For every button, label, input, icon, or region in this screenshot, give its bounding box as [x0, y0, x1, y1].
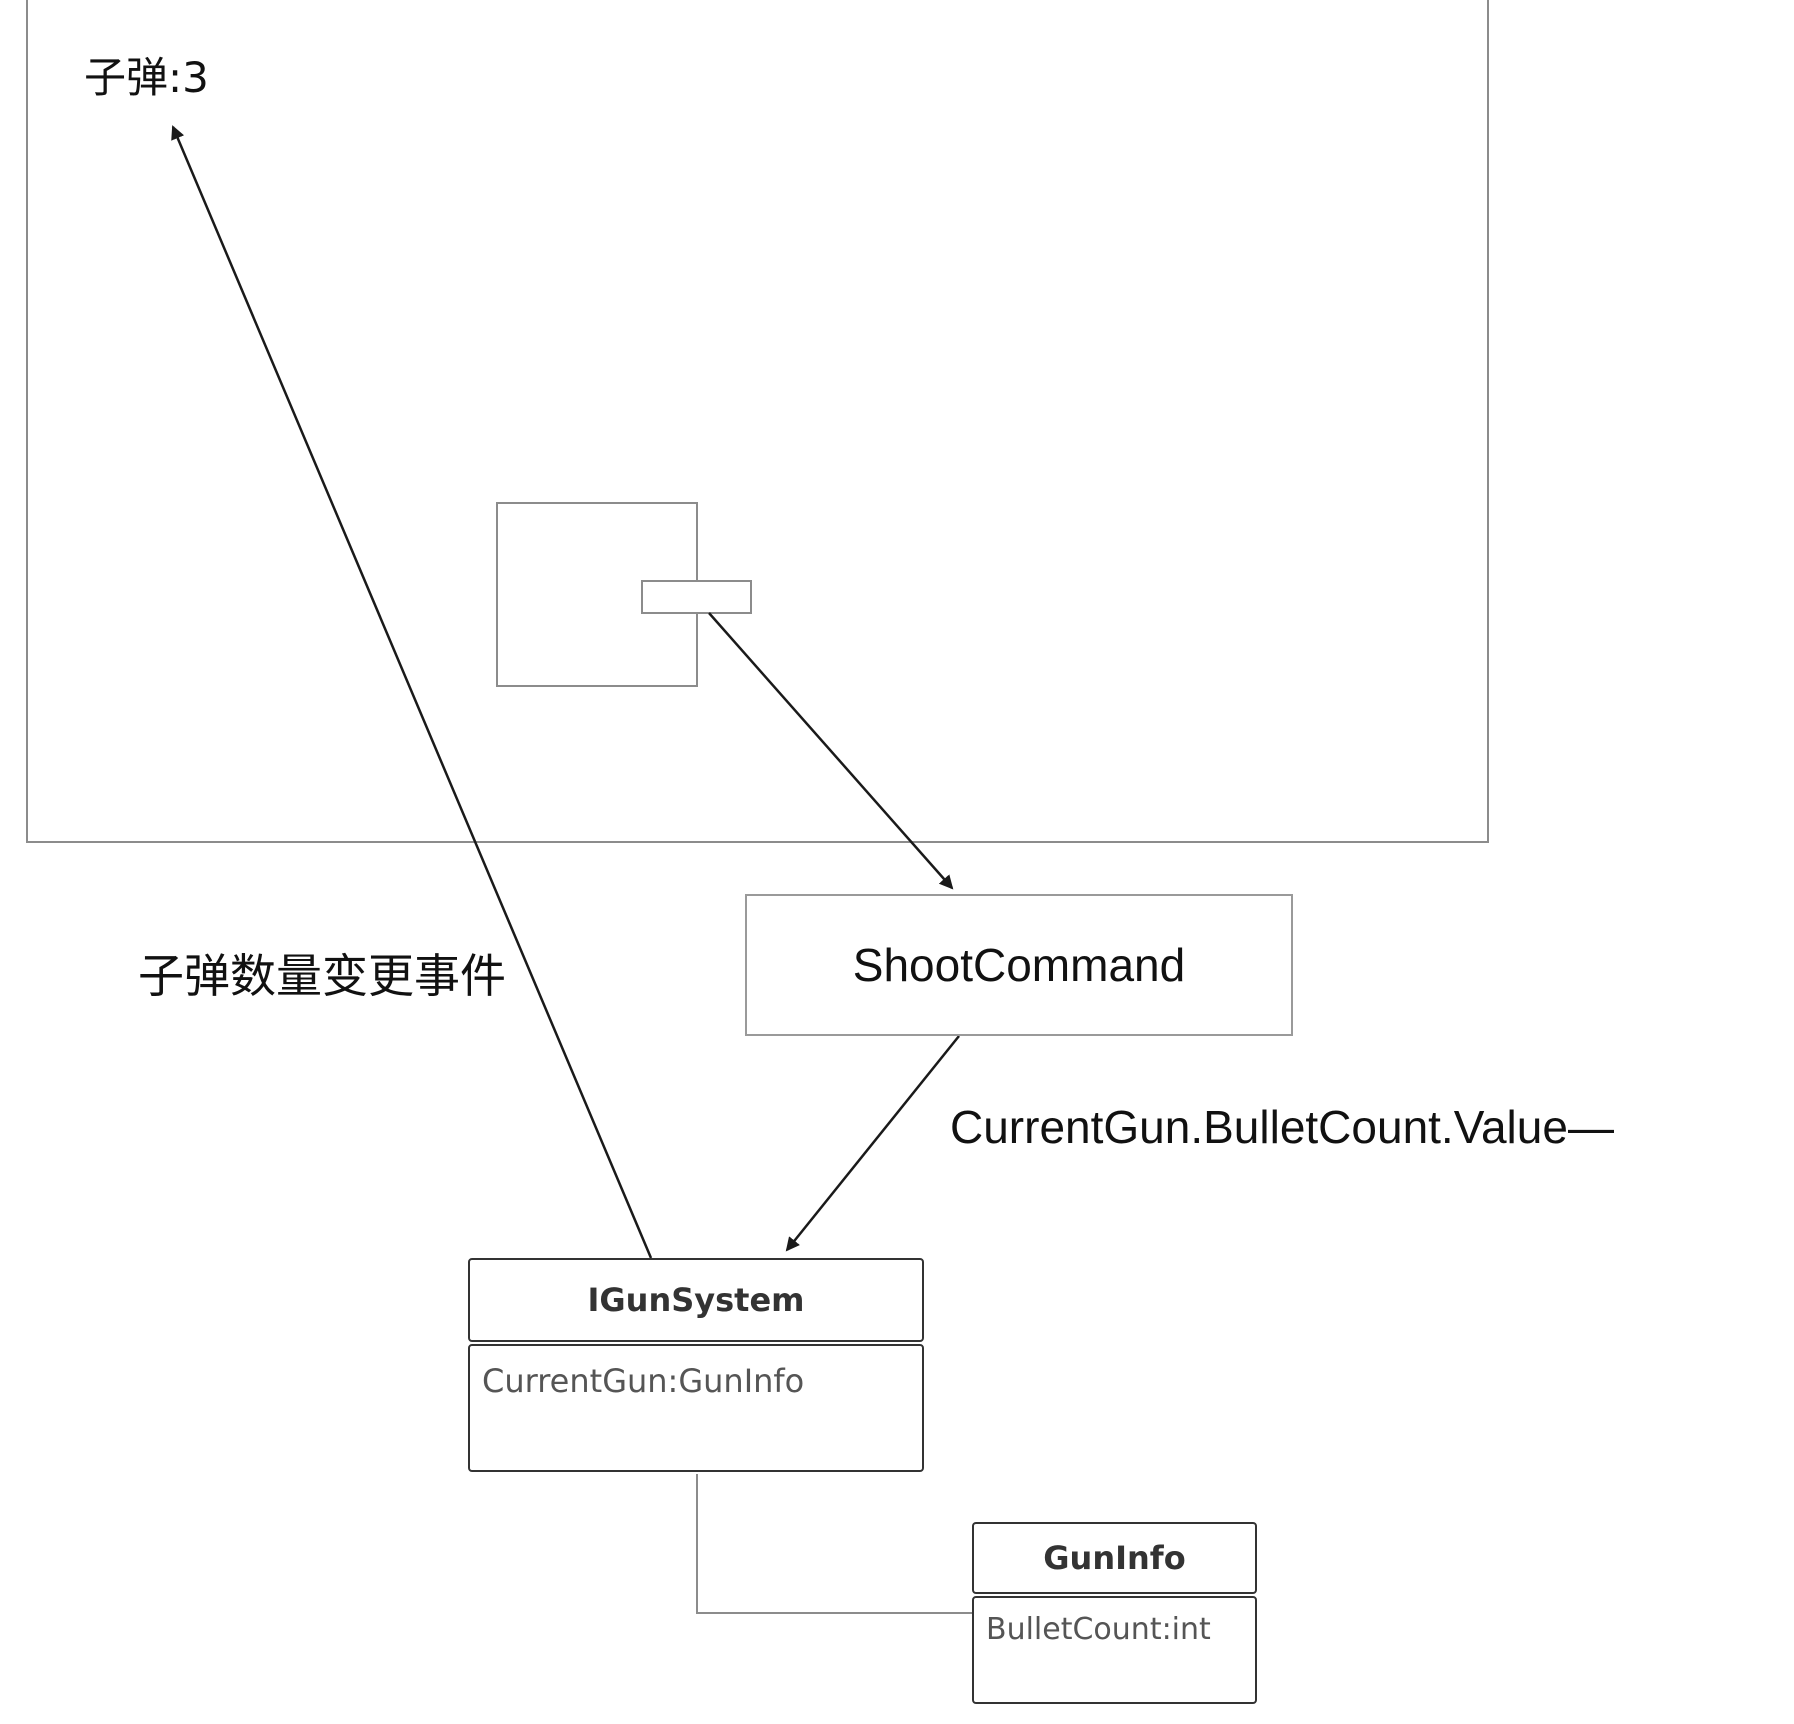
gun-system-class: IGunSystem CurrentGun:GunInfo	[468, 1258, 924, 1472]
bullet-count-label: 子弹:3	[84, 53, 209, 102]
shoot-command-box: ShootCommand	[745, 894, 1293, 1036]
event-arrow	[171, 125, 653, 1259]
gun-info-title: GunInfo	[972, 1522, 1257, 1594]
game-screen-frame	[26, 0, 1489, 843]
gun-system-title: IGunSystem	[468, 1258, 924, 1342]
operation-label: CurrentGun.BulletCount.Value—	[950, 1101, 1614, 1153]
gun-info-class: GunInfo BulletCount:int	[972, 1522, 1257, 1704]
association-line	[696, 1474, 972, 1614]
gun-system-field: CurrentGun:GunInfo	[468, 1344, 924, 1472]
gun-barrel	[641, 580, 752, 614]
shoot-command-title: ShootCommand	[852, 939, 1186, 991]
command-to-system-arrow	[785, 1035, 960, 1252]
event-label: 子弹数量变更事件	[138, 949, 506, 1003]
shoot-arrow	[708, 612, 954, 890]
gun-info-field: BulletCount:int	[972, 1596, 1257, 1704]
